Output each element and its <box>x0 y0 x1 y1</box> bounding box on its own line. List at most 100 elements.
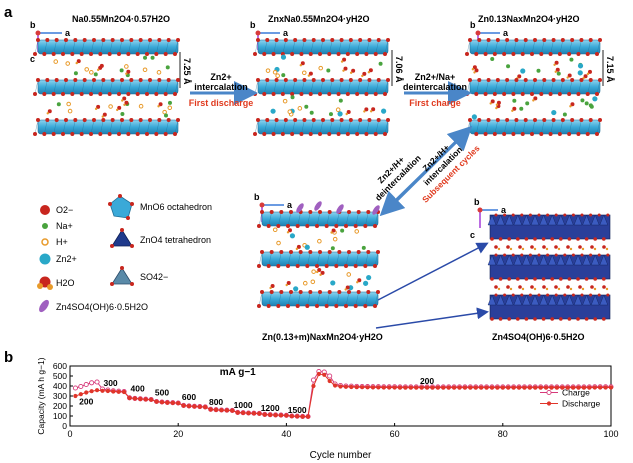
legend: O2− Na+ H+ Zn2+ H2O Zn4SO4(OH)6·0.5H2O <box>37 194 212 313</box>
zhs-icon <box>39 299 49 313</box>
data-point <box>94 388 100 393</box>
axis-b-label: b <box>250 20 256 30</box>
data-point <box>522 385 527 390</box>
structure-3-slab-mid <box>465 78 602 96</box>
oxygen-icon <box>40 205 50 215</box>
data-point <box>94 379 100 385</box>
plot-frame <box>69 365 612 427</box>
series-line <box>75 373 611 418</box>
rate-label: 200 <box>79 397 93 407</box>
data-point <box>332 383 338 388</box>
data-point <box>122 389 127 395</box>
data-point <box>527 385 532 390</box>
data-point <box>246 411 251 416</box>
first-discharge-caption: First discharge <box>189 98 254 108</box>
data-point <box>143 397 148 402</box>
data-point <box>403 385 408 390</box>
data-point <box>365 385 370 390</box>
data-point <box>338 384 343 389</box>
sodium-icon <box>42 223 48 229</box>
y-tick-label: 500 <box>53 371 67 381</box>
legend-h-text: H+ <box>56 237 68 247</box>
legend-water: H2O <box>37 276 75 290</box>
data-point <box>235 410 240 415</box>
data-point <box>538 385 543 390</box>
data-point <box>316 371 321 377</box>
data-point <box>392 385 397 390</box>
data-point <box>224 408 229 413</box>
arrow-first-discharge: Zn2+ intercalation First discharge <box>189 72 258 108</box>
y-axis-label: Capacity (mA h g−1) <box>36 357 46 434</box>
axis-c-label: c <box>470 230 475 240</box>
data-point <box>500 385 505 390</box>
structure-2-slab-mid <box>253 78 390 96</box>
data-point <box>78 383 84 390</box>
structure2-formula: ZnxNa0.55Mn2O4·yH2O <box>268 14 370 24</box>
data-point <box>343 384 349 389</box>
current-density-unit-label: mA g−1 <box>220 367 256 378</box>
so4-tetrahedron-icon <box>111 267 133 285</box>
spacing-label-1: 7.25 Å <box>179 52 192 88</box>
data-point <box>598 385 603 390</box>
data-point <box>446 385 451 390</box>
data-point <box>435 385 440 390</box>
legend-sodium: Na+ <box>42 221 73 231</box>
data-point <box>479 385 484 390</box>
x-tick-label: 40 <box>281 429 291 439</box>
rate-label: 1500 <box>288 405 307 415</box>
legend-marker <box>546 401 552 406</box>
data-point <box>408 385 413 390</box>
axis-b-label: b <box>254 192 260 202</box>
data-point <box>273 413 278 418</box>
mno6-octahedron-icon <box>109 195 133 219</box>
axis-a-label: a <box>65 28 71 38</box>
data-point <box>506 385 511 390</box>
data-point <box>100 388 105 393</box>
rate-label: 1200 <box>261 403 280 413</box>
y-tick-label: 100 <box>53 411 67 421</box>
data-point <box>73 393 78 399</box>
data-point <box>511 385 516 390</box>
data-point <box>170 400 175 405</box>
rate-label: 200 <box>420 376 434 386</box>
data-point <box>457 385 462 390</box>
rate-label: 400 <box>131 384 145 394</box>
data-point <box>219 408 224 413</box>
first-charge-caption: First charge <box>409 98 461 108</box>
spacing-3-text: 7.15 Å <box>605 56 615 83</box>
data-point <box>84 390 89 395</box>
structure-2-slab-top <box>253 38 390 56</box>
spacing-1-text: 7.25 Å <box>182 58 192 85</box>
legend-h2o-text: H2O <box>56 278 75 288</box>
data-point <box>484 385 489 390</box>
structure-1-slab-bot <box>33 118 180 136</box>
axis-triad-5: b a c <box>470 197 507 240</box>
hydrogen-icon <box>41 238 49 246</box>
data-point <box>311 383 316 389</box>
legend-zinc: Zn2+ <box>39 253 77 265</box>
rate-label: 800 <box>209 397 223 407</box>
structure3-formula: Zn0.13NaxMn2O4·yH2O <box>478 14 580 24</box>
legend-marker <box>546 389 552 396</box>
data-point <box>257 411 262 416</box>
x-tick-label: 60 <box>390 429 400 439</box>
data-point <box>159 400 165 405</box>
data-point <box>468 385 473 390</box>
data-point <box>262 412 267 417</box>
structure-2-interlayer-2 <box>270 95 387 117</box>
legend-label: Charge <box>562 388 590 398</box>
y-tick-label: 400 <box>53 381 67 391</box>
data-point <box>360 385 365 390</box>
data-point <box>592 385 597 390</box>
structure-4-slab-bot <box>257 290 380 308</box>
first-discharge-ion: Zn2+ <box>210 72 231 82</box>
data-point <box>116 389 121 394</box>
legend-zhs-text: Zn4SO4(OH)6·0.5H2O <box>56 302 148 312</box>
legend-zn-text: Zn2+ <box>56 254 77 264</box>
data-point <box>349 384 354 390</box>
legend-oxygen: O2− <box>40 205 73 215</box>
series-discharge <box>73 371 614 419</box>
